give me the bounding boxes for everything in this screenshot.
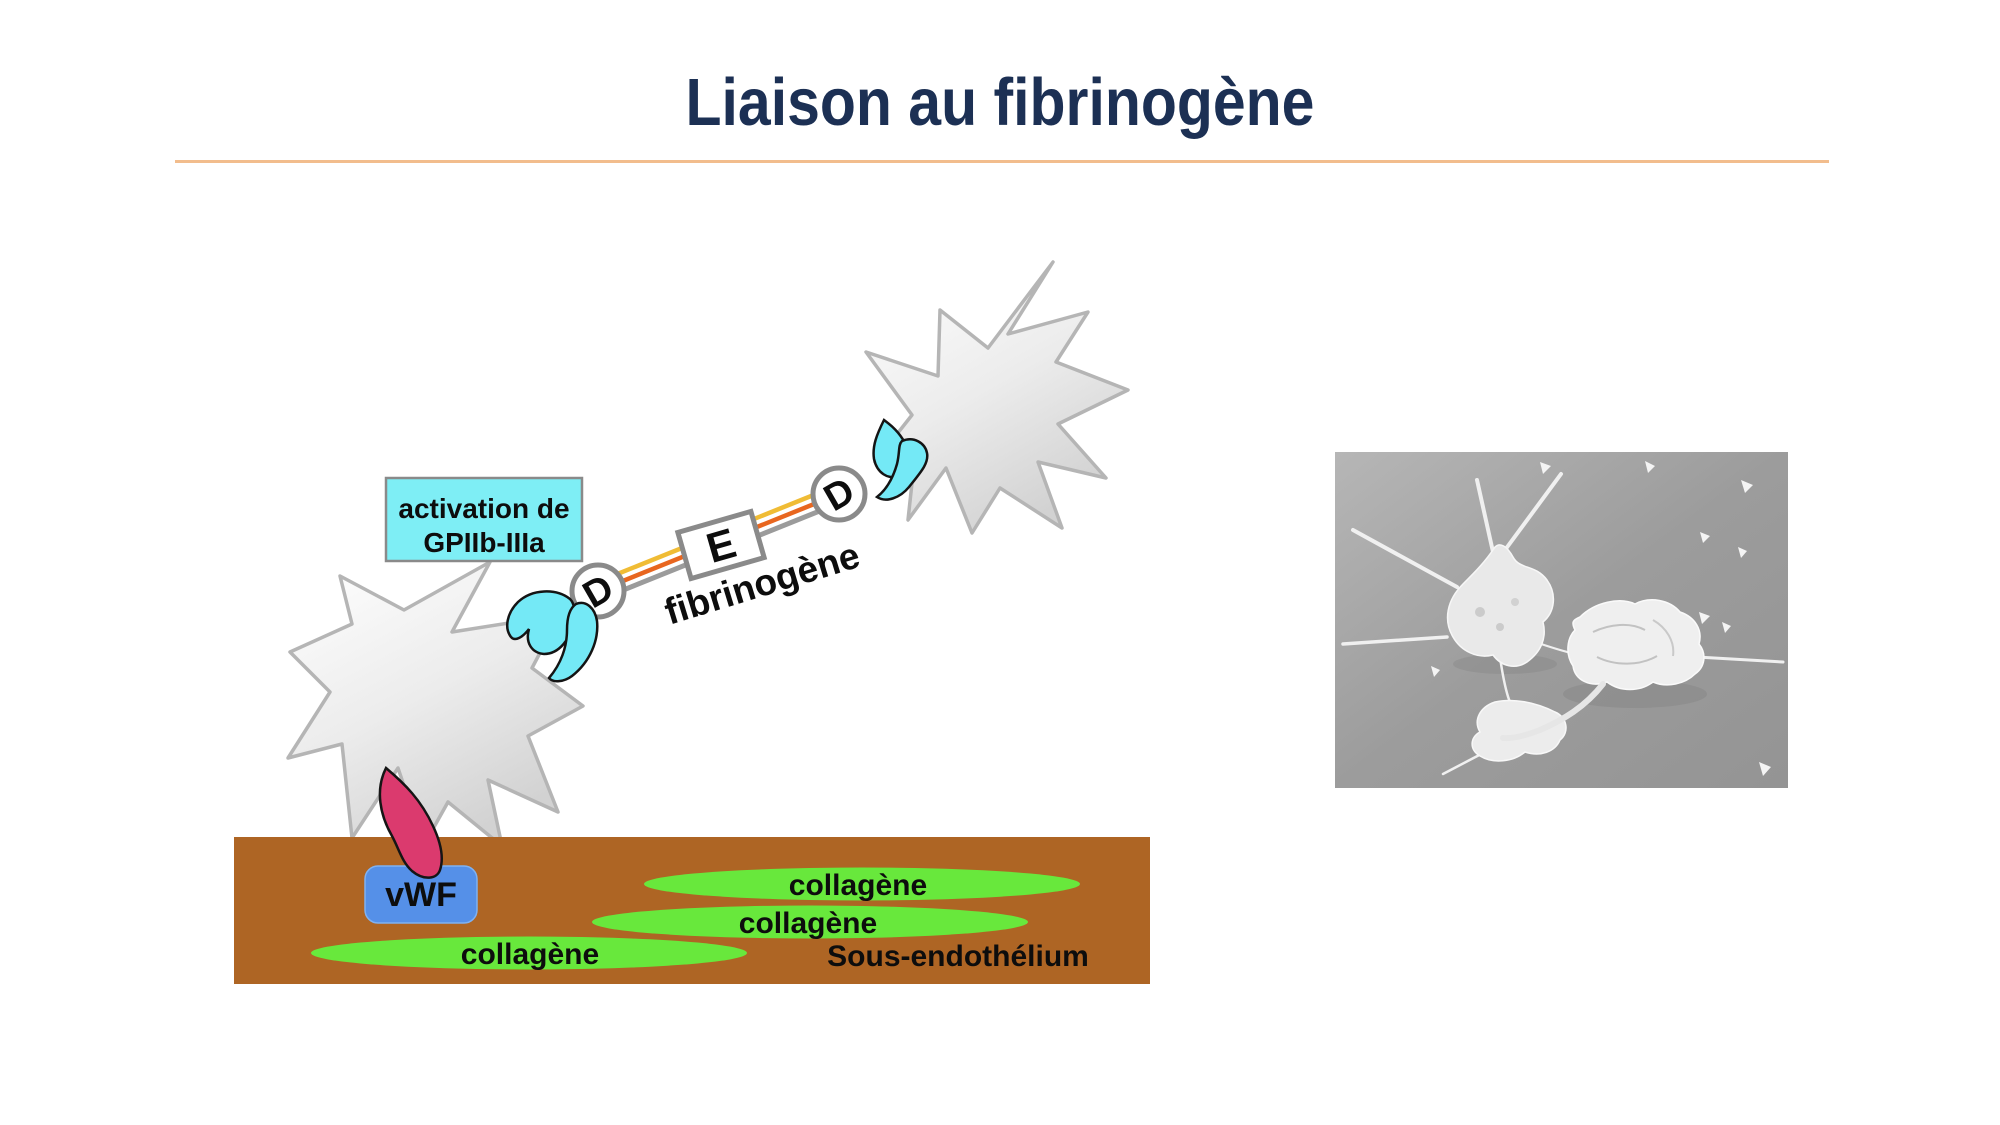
- sem-debris-triangle: [1738, 547, 1747, 558]
- activation-label-line2: GPIIb-IIIa: [423, 527, 545, 558]
- sem-debris: [1431, 461, 1771, 776]
- sem-blob-fold-3: [1652, 619, 1675, 657]
- title-underline: [175, 160, 1829, 163]
- sem-spike-right-long: [1695, 655, 1785, 664]
- subendothelium-label: Sous-endothélium: [827, 940, 1089, 973]
- sem-debris-triangle: [1431, 666, 1440, 677]
- collagen-label-1: collagène: [789, 869, 927, 902]
- sem-platelet-folds: [1471, 699, 1567, 762]
- collagen-ellipse-3: [311, 936, 747, 970]
- collagen-label-3: collagène: [461, 938, 599, 971]
- sem-blob-fold-2: [1596, 655, 1658, 665]
- sem-debris-triangle: [1759, 762, 1771, 776]
- collagen-label-2: collagène: [739, 907, 877, 940]
- sem-spike-up-left: [1475, 478, 1495, 554]
- vwf-label: vWF: [385, 876, 457, 914]
- sem-debris-triangle: [1722, 622, 1731, 633]
- sem-pit-1: [1475, 607, 1485, 617]
- sem-debris-triangle: [1700, 532, 1710, 543]
- gpiib-receptor-right-claw-b: [874, 438, 929, 501]
- sem-platelet-blob-body: [1567, 599, 1705, 691]
- domain-d-right-circle: [810, 465, 868, 523]
- sem-spike-left-horizontal: [1341, 635, 1449, 646]
- collagen-ellipse-1: [644, 867, 1080, 901]
- gpiib-receptor-left-claw-b: [547, 601, 599, 683]
- sem-debris-triangle: [1645, 461, 1655, 473]
- sem-pit-3: [1511, 598, 1519, 606]
- collagen-ellipse-2: [592, 905, 1028, 939]
- activation-box: [384, 476, 584, 563]
- platelet-star-right: [864, 260, 1130, 535]
- vwf-binding-drop: [378, 766, 443, 879]
- sem-debris-triangle: [1699, 612, 1710, 624]
- sem-debris-triangle: [1741, 480, 1753, 493]
- page-title: Liaison au fibrinogène: [685, 65, 1315, 140]
- activation-label-line1: activation de: [398, 493, 569, 524]
- sem-micrograph: [1335, 452, 1788, 788]
- domain-e-box: [674, 508, 768, 582]
- sem-spike-up-right: [1503, 472, 1563, 552]
- sem-blob-fold-1: [1592, 624, 1646, 633]
- sem-debris-triangle: [1540, 462, 1551, 474]
- sem-spike-left-upper: [1351, 528, 1459, 589]
- sem-fold-arm: [1500, 681, 1606, 742]
- sem-pit-2: [1496, 623, 1504, 631]
- sem-platelet-spiky-body: [1446, 544, 1555, 667]
